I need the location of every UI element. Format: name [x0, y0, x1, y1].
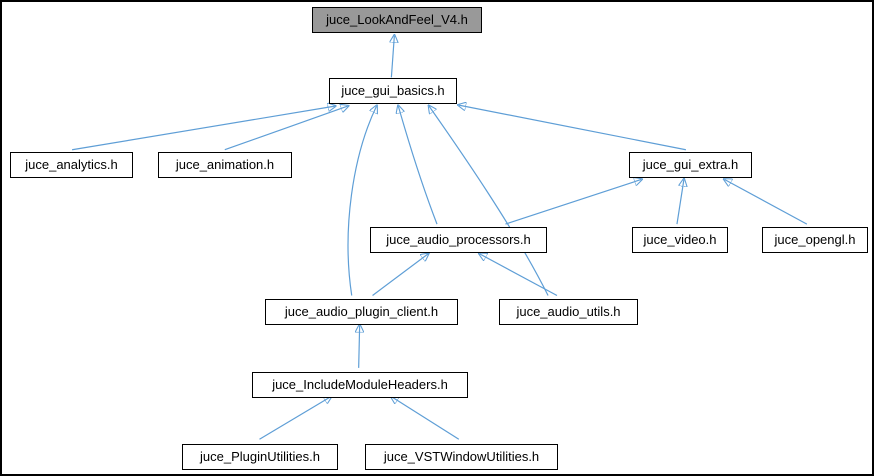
node-juce_gui_extra[interactable]: juce_gui_extra.h [629, 152, 752, 178]
edge-gui_basics-to-lookandfeel_v4 [391, 36, 394, 78]
edge-audio_plugin_client-to-audio_processors [372, 254, 429, 296]
node-juce_analytics[interactable]: juce_analytics.h [10, 152, 133, 178]
edge-audio_utils-to-gui_basics [429, 106, 549, 296]
edge-audio_processors-to-gui_basics [398, 106, 438, 225]
node-juce_video[interactable]: juce_video.h [632, 227, 728, 253]
node-juce_lookandfeel_v4: juce_LookAndFeel_V4.h [312, 7, 482, 33]
node-juce_includemoduleheaders[interactable]: juce_IncludeModuleHeaders.h [252, 372, 468, 398]
node-juce_gui_basics[interactable]: juce_gui_basics.h [329, 78, 457, 104]
edge-gui_extra-to-gui_basics [459, 105, 687, 151]
node-juce_vstwindowutilities[interactable]: juce_VSTWindowUtilities.h [365, 444, 558, 470]
edge-includemoduleheaders-to-audio_plugin_client [359, 325, 360, 368]
edge-pluginutilities-to-includemoduleheaders [259, 397, 331, 440]
edge-audio_utils-to-audio_processors [480, 254, 558, 297]
edge-opengl-to-gui_extra [725, 179, 808, 225]
node-juce_animation[interactable]: juce_animation.h [158, 152, 292, 178]
node-juce_audio_processors[interactable]: juce_audio_processors.h [370, 227, 547, 253]
edge-animation-to-gui_basics [224, 106, 348, 151]
edge-audio_plugin_client-to-gui_basics [347, 106, 376, 296]
edge-analytics-to-gui_basics [71, 106, 335, 151]
edge-audio_processors-to-gui_extra [505, 179, 641, 225]
node-juce_pluginutilities[interactable]: juce_PluginUtilities.h [182, 444, 338, 470]
node-juce_audio_plugin_client[interactable]: juce_audio_plugin_client.h [265, 299, 458, 325]
node-juce_opengl[interactable]: juce_opengl.h [762, 227, 868, 253]
node-juce_audio_utils[interactable]: juce_audio_utils.h [499, 299, 638, 325]
edge-video-to-gui_extra [676, 179, 684, 225]
edge-vstwindowutilities-to-includemoduleheaders [391, 397, 460, 440]
